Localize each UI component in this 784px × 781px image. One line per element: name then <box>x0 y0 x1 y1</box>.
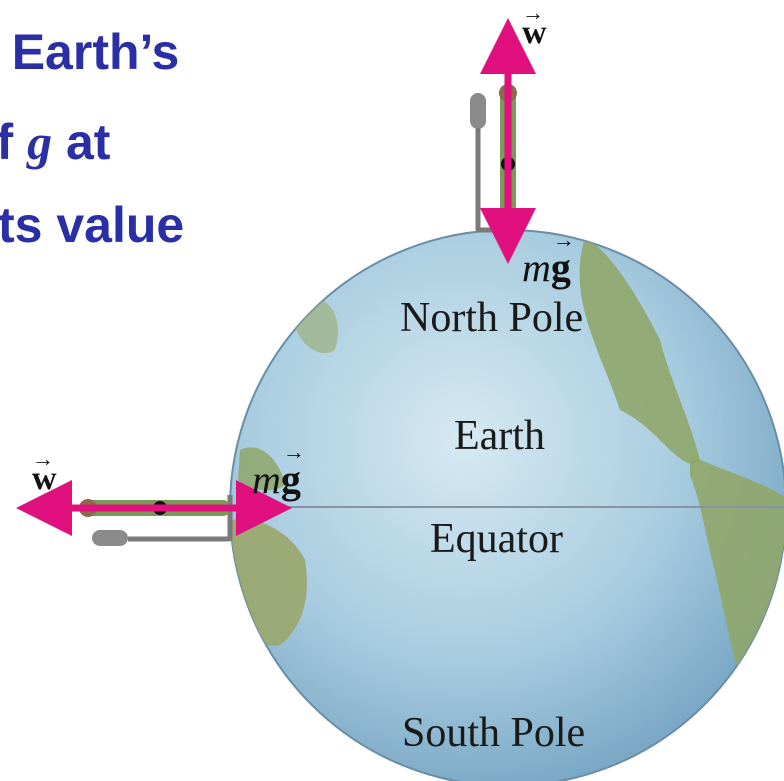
equator-scale <box>92 495 233 546</box>
mg-vector-label-north: m→g <box>522 229 575 290</box>
earth-label: Earth <box>454 413 545 459</box>
title-line-1: e Earth’s <box>0 24 180 80</box>
vector-arrow-glyph: → <box>32 446 54 471</box>
w-vector-label-equator: →w <box>32 448 57 497</box>
m-symbol: m <box>522 245 551 290</box>
title-line-2-prefix: of <box>0 114 14 170</box>
title-line-2-suffix: at <box>52 114 111 170</box>
slide-title: e Earth’s of g at ts value <box>0 0 300 280</box>
title-g-symbol: g <box>27 114 53 170</box>
w-symbol: w <box>32 460 57 497</box>
m-symbol: m <box>252 457 281 502</box>
vector-arrow-glyph: → <box>282 439 305 464</box>
scale-dial-equator <box>92 530 128 546</box>
north-america-shape <box>579 238 700 464</box>
w-symbol: w <box>522 14 547 51</box>
g-symbol: g <box>280 457 301 502</box>
w-vector-label-north: →w <box>522 2 547 51</box>
g-symbol: g <box>550 245 571 290</box>
scale-dial-north <box>470 93 486 129</box>
south-pole-label: South Pole <box>402 710 586 756</box>
vector-arrow-glyph: → <box>522 0 544 25</box>
asia-edge-shape <box>238 447 285 491</box>
mg-vector-label-equator: m→g <box>252 441 305 502</box>
title-line-2: of g at <box>0 112 110 172</box>
equator-label: Equator <box>430 516 563 562</box>
vector-arrow-glyph: → <box>552 227 575 252</box>
title-line-3: ts value <box>0 197 185 253</box>
north-pole-label: North Pole <box>400 295 584 341</box>
